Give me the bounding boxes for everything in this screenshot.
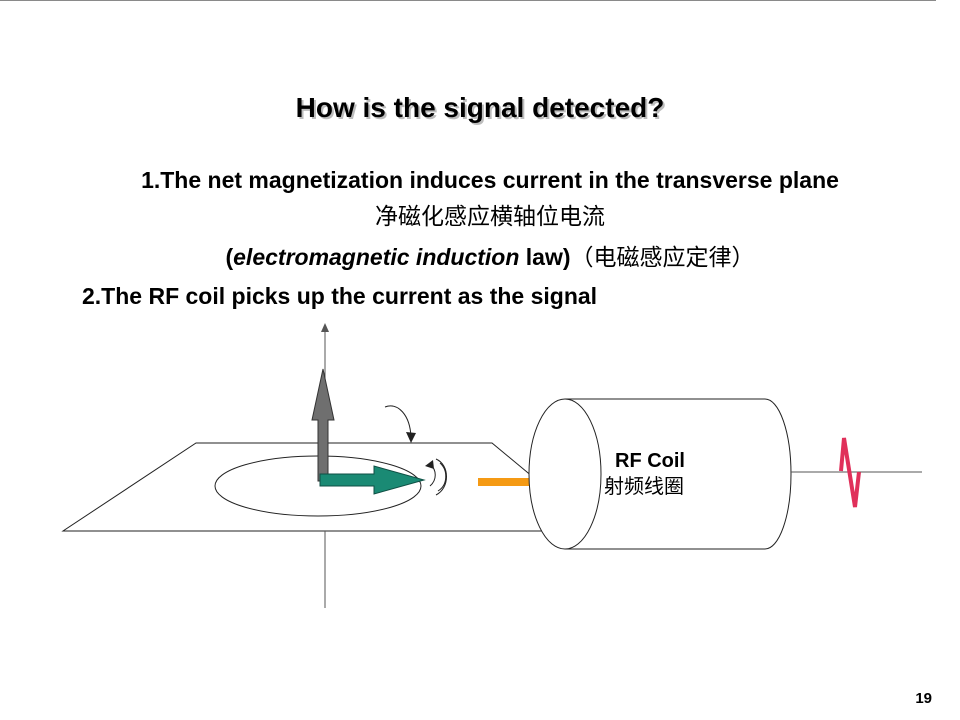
rf-coil-label-en: RF Coil xyxy=(615,450,685,472)
rotation-arc-1 xyxy=(435,458,447,496)
top-rule xyxy=(0,0,936,1)
coil-body xyxy=(565,398,792,550)
point-1-chinese: 净磁化感应横轴位电流 xyxy=(375,204,605,230)
point-1-text: 1.The net magnetization induces current … xyxy=(141,167,839,193)
coil-front-face xyxy=(528,398,602,550)
rotation-arrowhead xyxy=(406,432,416,443)
law-rest-text: law) xyxy=(519,244,571,270)
law-italic-text: electromagnetic induction xyxy=(233,244,520,270)
rotation-arc-arrowhead xyxy=(425,460,434,469)
law-chinese-text: （电磁感应定律） xyxy=(570,245,755,271)
signal-waveform xyxy=(839,437,861,508)
transverse-vector-arrow xyxy=(319,465,426,495)
law-open-paren: ( xyxy=(225,244,234,270)
rf-coil-label: RF Coil 射频线圈 xyxy=(604,449,712,499)
page-number: 19 xyxy=(915,690,932,707)
point-2-text: 2.The RF coil picks up the current as th… xyxy=(82,283,598,309)
rf-coil-label-cn: 射频线圈 xyxy=(604,474,684,498)
rotation-arc-2 xyxy=(437,462,447,492)
longitudinal-vector-arrow xyxy=(311,368,335,482)
point-1-law: (electromagnetic induction law)（电磁感应定律） xyxy=(0,243,960,272)
z-axis-arrowhead xyxy=(321,323,329,332)
slide-title: How is the signal detected? xyxy=(295,92,665,123)
rotation-arrow-curve xyxy=(384,405,412,438)
